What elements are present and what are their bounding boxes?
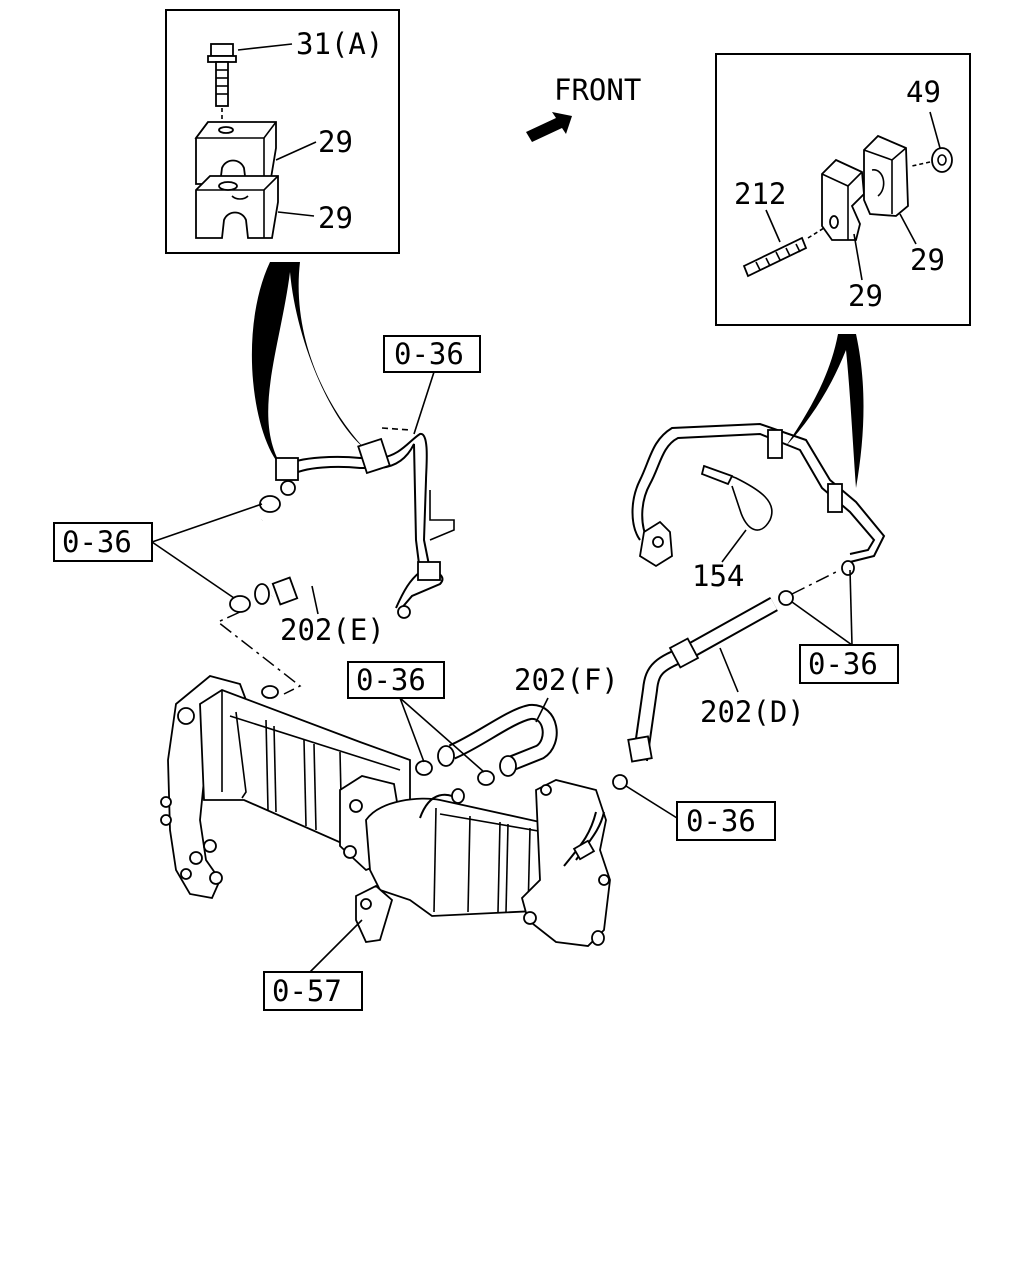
hose-e <box>216 495 319 695</box>
detail-box-left: 31(A) 29 29 <box>165 9 400 254</box>
callout-nut: 49 <box>906 75 941 109</box>
callout-clamp-lower-left: 29 <box>318 201 353 235</box>
callout-hose-e: 202(E) <box>280 613 385 647</box>
ref-right-label: 0-36 <box>808 647 878 681</box>
ref-box-lower-right: 0-36 <box>625 785 776 841</box>
coolant-pipe-left <box>275 427 455 619</box>
hose-d <box>612 569 841 790</box>
clamp-right-inner-icon <box>821 158 865 241</box>
pointer-right <box>786 334 864 488</box>
ref-box-left: 0-36 <box>53 503 263 599</box>
stud-icon <box>742 227 825 278</box>
ref-box-center: 0-36 <box>347 661 485 773</box>
front-label: FRONT <box>554 73 641 107</box>
callout-bolt-a: 31(A) <box>296 27 383 61</box>
ref-box-bottom: 0-57 <box>263 919 363 1011</box>
ref-left-label: 0-36 <box>62 525 132 559</box>
callout-hose-f: 202(F) <box>514 663 619 697</box>
clamp-lower-icon <box>195 175 279 239</box>
ref-box-right: 0-36 <box>791 569 899 684</box>
ref-box-top-center: 0-36 <box>383 335 481 435</box>
ref-bottom-label: 0-57 <box>272 974 342 1008</box>
front-arrow-icon <box>526 112 572 142</box>
hose-f <box>415 704 558 786</box>
callout-cable-tie: 154 <box>692 559 744 593</box>
detail-box-right: 49 212 29 29 <box>715 53 971 326</box>
egr-cooler-assembly <box>160 675 611 947</box>
callout-clamp-upper-left: 29 <box>318 125 353 159</box>
callout-clamp-right-inner: 29 <box>848 279 883 313</box>
clamp-upper-icon <box>194 121 277 185</box>
coolant-pipe-right <box>631 422 886 576</box>
cable-tie-icon <box>700 464 773 531</box>
clamp-right-outer-icon <box>863 134 909 217</box>
callout-hose-d: 202(D) <box>700 695 805 729</box>
ref-top-center-label: 0-36 <box>394 337 464 371</box>
nut-icon <box>931 147 953 173</box>
callout-clamp-right-outer: 29 <box>910 243 945 277</box>
ref-center-label: 0-36 <box>356 663 426 697</box>
front-indicator: FRONT <box>526 73 641 142</box>
ref-lower-right-label: 0-36 <box>686 804 756 838</box>
pointer-left <box>251 262 364 470</box>
callout-stud: 212 <box>734 177 786 211</box>
bolt-icon <box>207 43 237 128</box>
